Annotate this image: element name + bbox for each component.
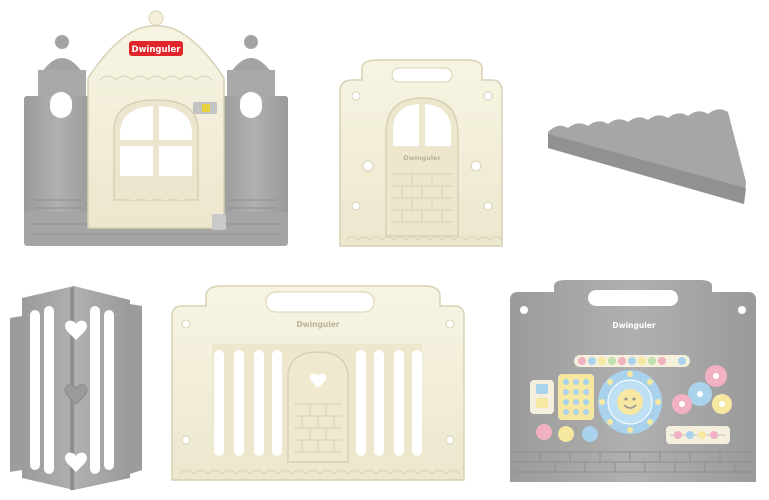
heart-window-icon <box>309 373 327 388</box>
activity-play-panel: Dwinguler <box>510 280 756 482</box>
heart-cutout-bottom-icon <box>65 452 87 472</box>
corner-connector-panel <box>10 286 142 490</box>
gear-toys <box>672 365 732 414</box>
latch-button <box>202 104 210 112</box>
door-panel-handle <box>391 67 453 83</box>
heart-emboss-icon <box>64 384 88 405</box>
door-brick-pattern <box>392 173 452 223</box>
door-panel-logo-text: Dwinguler <box>403 154 441 162</box>
wide-panel-slots <box>214 350 422 456</box>
castle-logo-text: Dwinguler <box>132 45 182 55</box>
right-tower <box>220 35 288 222</box>
activity-panel-handle <box>588 290 678 306</box>
arched-door-panel: Dwinguler <box>339 59 503 247</box>
bead-rail-beads <box>578 357 686 365</box>
scalloped-top-rail <box>548 109 746 204</box>
castle-gate-door: Dwinguler <box>87 10 226 230</box>
gate-lock <box>212 214 226 230</box>
wide-panel-logo-text: Dwinguler <box>296 320 339 329</box>
wide-brick-pattern <box>294 403 342 453</box>
castle-logo-badge <box>129 41 183 56</box>
keypad-buttons <box>563 379 589 415</box>
activity-brick-pattern <box>514 451 752 473</box>
spinner-knobs <box>536 424 598 442</box>
wide-window-panel: Dwinguler <box>171 285 465 481</box>
activity-panel-logo-text: Dwinguler <box>612 321 655 330</box>
left-tower <box>24 35 92 222</box>
smiley-sun-icon <box>617 389 643 415</box>
keypad-toy <box>558 374 594 420</box>
castle-gate-panel: Dwinguler <box>24 10 288 246</box>
heart-cutout-top-icon <box>65 320 87 340</box>
wide-panel-handle <box>265 291 375 313</box>
